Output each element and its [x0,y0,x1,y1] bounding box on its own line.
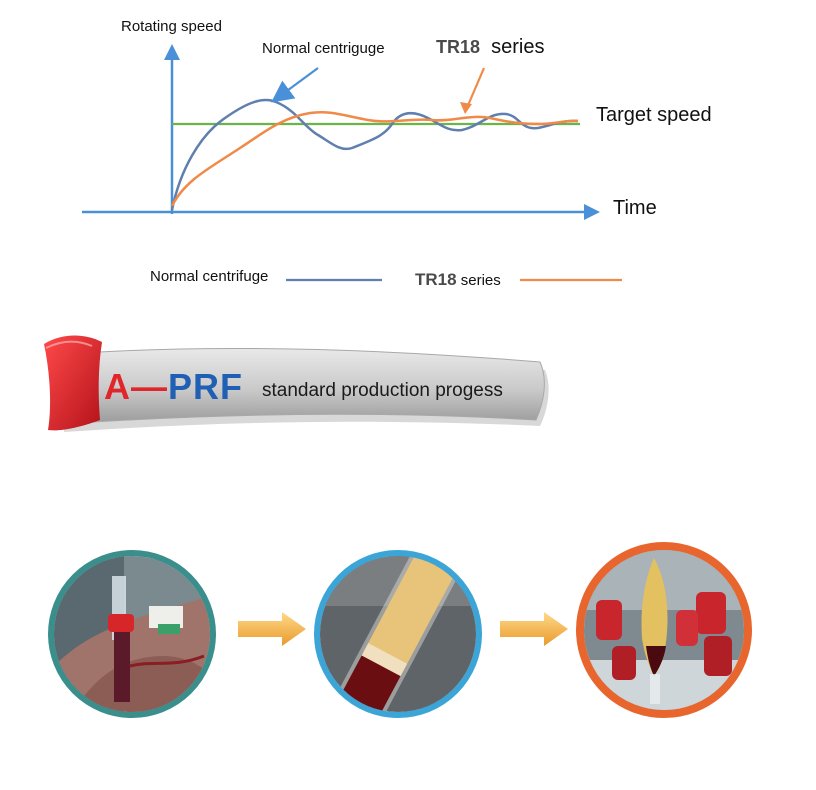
process-arrow-1 [238,612,306,646]
legend-tr18-suffix: series [456,272,501,289]
legend-normal-label: Normal centrifuge [150,268,269,285]
prf-clot-photo [576,542,752,718]
y-axis-arrowhead [164,44,180,60]
speed-chart [82,44,622,282]
legend-tr18-label: TR18 series [415,270,501,290]
annotation-tr18-code: TR18 [436,37,481,57]
series-normal-centrifuge [170,98,579,211]
annotation-tr18-suffix: series [480,36,545,58]
target-speed-label: Target speed [596,104,712,126]
annotation-arrow-tr18-head [460,102,472,114]
legend-tr18-code: TR18 [415,270,457,289]
x-axis-arrowhead [584,204,600,220]
aprf-logo: A—PRF [104,366,243,408]
process-arrow-2 [500,612,568,646]
banner-red-curl [44,335,102,431]
annotation-arrow-tr18 [464,67,486,111]
blood-draw-photo [48,550,216,718]
aprf-banner [44,335,549,432]
aprf-logo-a: A [104,366,131,407]
aprf-logo-prf: PRF [168,366,243,407]
annotation-tr18-series: TR18 series [436,36,544,59]
centrifuged-tube-photo [314,550,482,718]
x-axis-label: Time [613,197,657,219]
annotation-normal-centrifuge: Normal centriguge [262,40,385,57]
banner-subtitle: standard production progess [262,380,503,401]
aprf-logo-dash: — [131,366,168,407]
annotation-arrow-normal [271,67,319,103]
y-axis-label: Rotating speed [121,18,222,35]
banner-ribbon [61,347,545,425]
series-tr18 [170,111,579,207]
